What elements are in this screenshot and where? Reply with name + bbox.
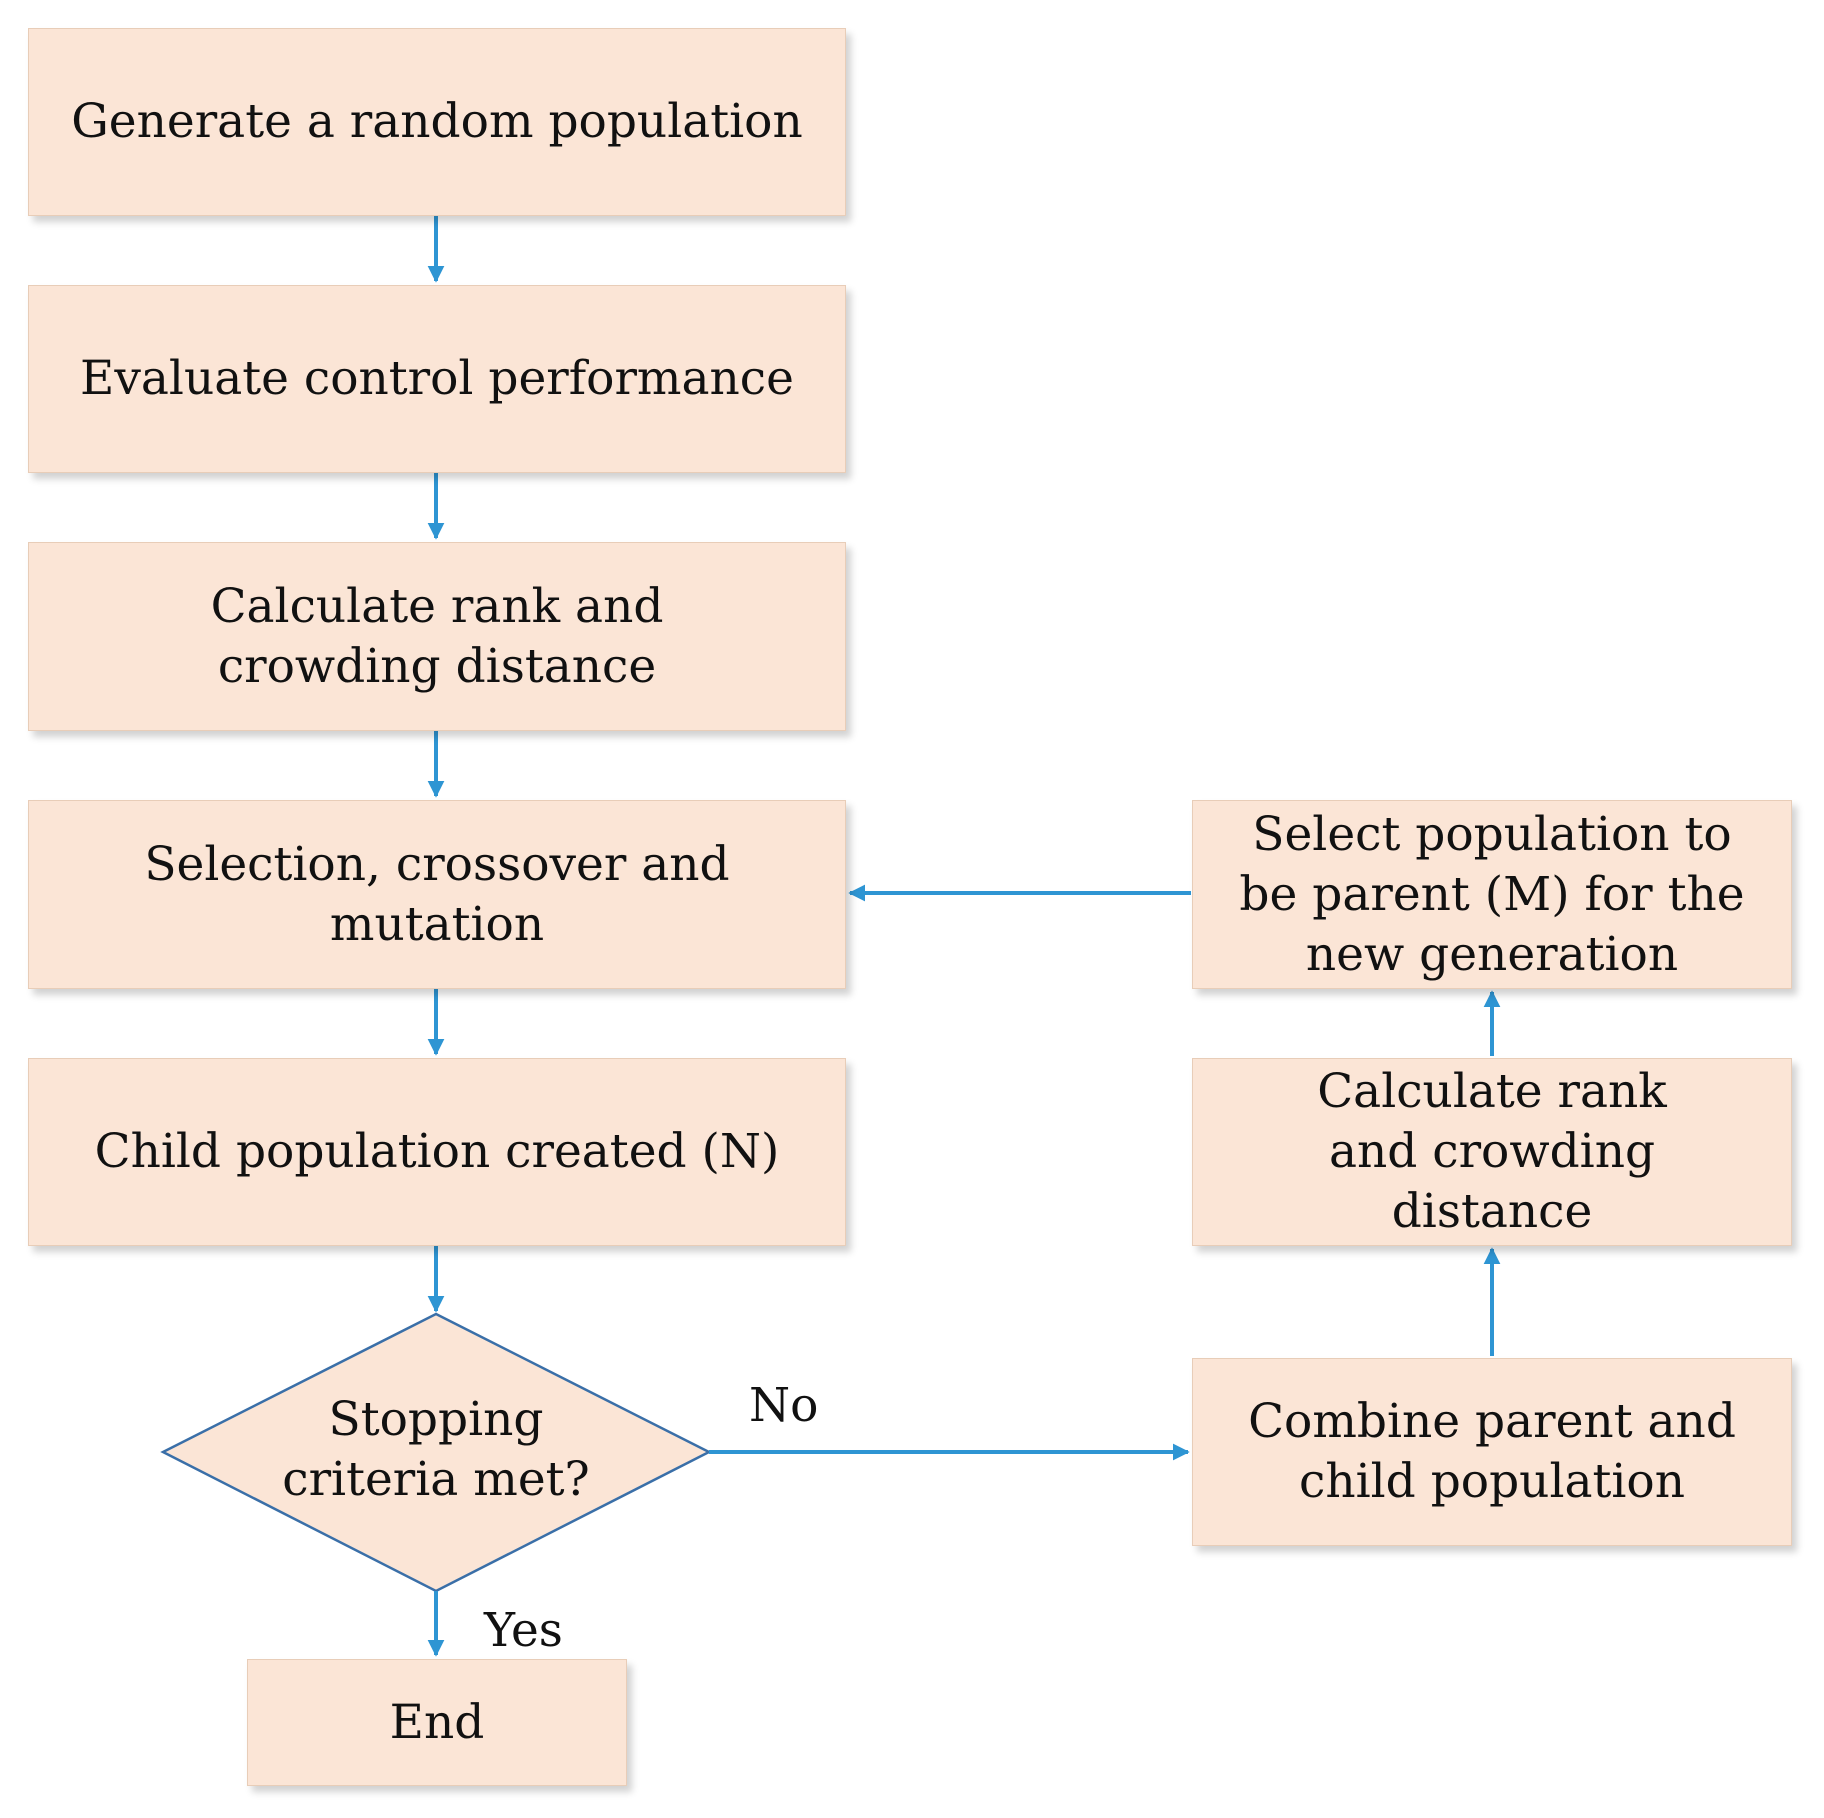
node-selection-crossover-mutation: Selection, crossover and mutation bbox=[28, 800, 846, 989]
node-select-parent: Select population to be parent (M) for t… bbox=[1192, 800, 1792, 989]
node-calculate-rank-right-text: Calculate rank and crowding distance bbox=[1317, 1064, 1667, 1239]
node-child-population: Child population created (N) bbox=[28, 1058, 846, 1246]
decision-text-wrap: Stopping criteria met? bbox=[236, 1380, 636, 1520]
decision-stopping-criteria-text: Stopping criteria met? bbox=[282, 1392, 590, 1507]
node-selection-crossover-mutation-text: Selection, crossover and mutation bbox=[144, 836, 730, 952]
node-end-text: End bbox=[389, 1694, 485, 1750]
node-combine-parent-child: Combine parent and child population bbox=[1192, 1358, 1792, 1546]
node-generate-population-text: Generate a random population bbox=[71, 94, 803, 149]
node-calculate-rank-left-text: Calculate rank and crowding distance bbox=[210, 578, 664, 694]
edge-label-no: No bbox=[749, 1378, 819, 1433]
node-calculate-rank-right: Calculate rank and crowding distance bbox=[1192, 1058, 1792, 1246]
node-evaluate-performance: Evaluate control performance bbox=[28, 285, 846, 473]
node-calculate-rank-left: Calculate rank and crowding distance bbox=[28, 542, 846, 731]
node-end: End bbox=[247, 1659, 627, 1786]
node-select-parent-text: Select population to be parent (M) for t… bbox=[1239, 806, 1745, 982]
node-child-population-text: Child population created (N) bbox=[94, 1124, 780, 1179]
node-generate-population: Generate a random population bbox=[28, 28, 846, 216]
node-combine-parent-child-text: Combine parent and child population bbox=[1248, 1394, 1736, 1509]
edge-label-yes: Yes bbox=[484, 1603, 563, 1658]
node-evaluate-performance-text: Evaluate control performance bbox=[80, 351, 794, 406]
